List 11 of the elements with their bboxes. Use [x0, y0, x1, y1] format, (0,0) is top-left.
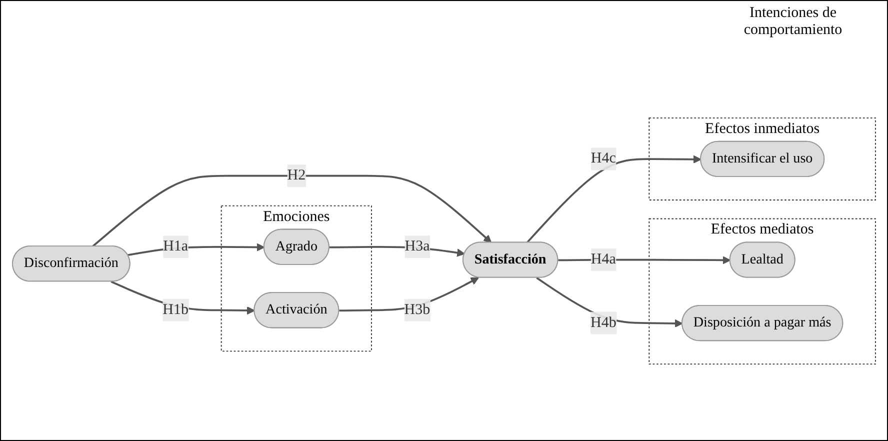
edge-label: H2 — [287, 167, 306, 184]
edge-label: H4b — [590, 314, 616, 331]
edge-label: H4c — [590, 150, 616, 166]
edge-label: H1a — [163, 238, 188, 254]
heading-label: Intenciones de comportamiento — [742, 5, 844, 39]
arrow — [92, 174, 492, 248]
arrow — [526, 155, 702, 244]
edge-label: H3a — [404, 238, 430, 254]
edge-label: H3b — [404, 302, 430, 318]
edge-label: H1b — [162, 302, 189, 318]
edge-label: H4a — [590, 251, 616, 268]
